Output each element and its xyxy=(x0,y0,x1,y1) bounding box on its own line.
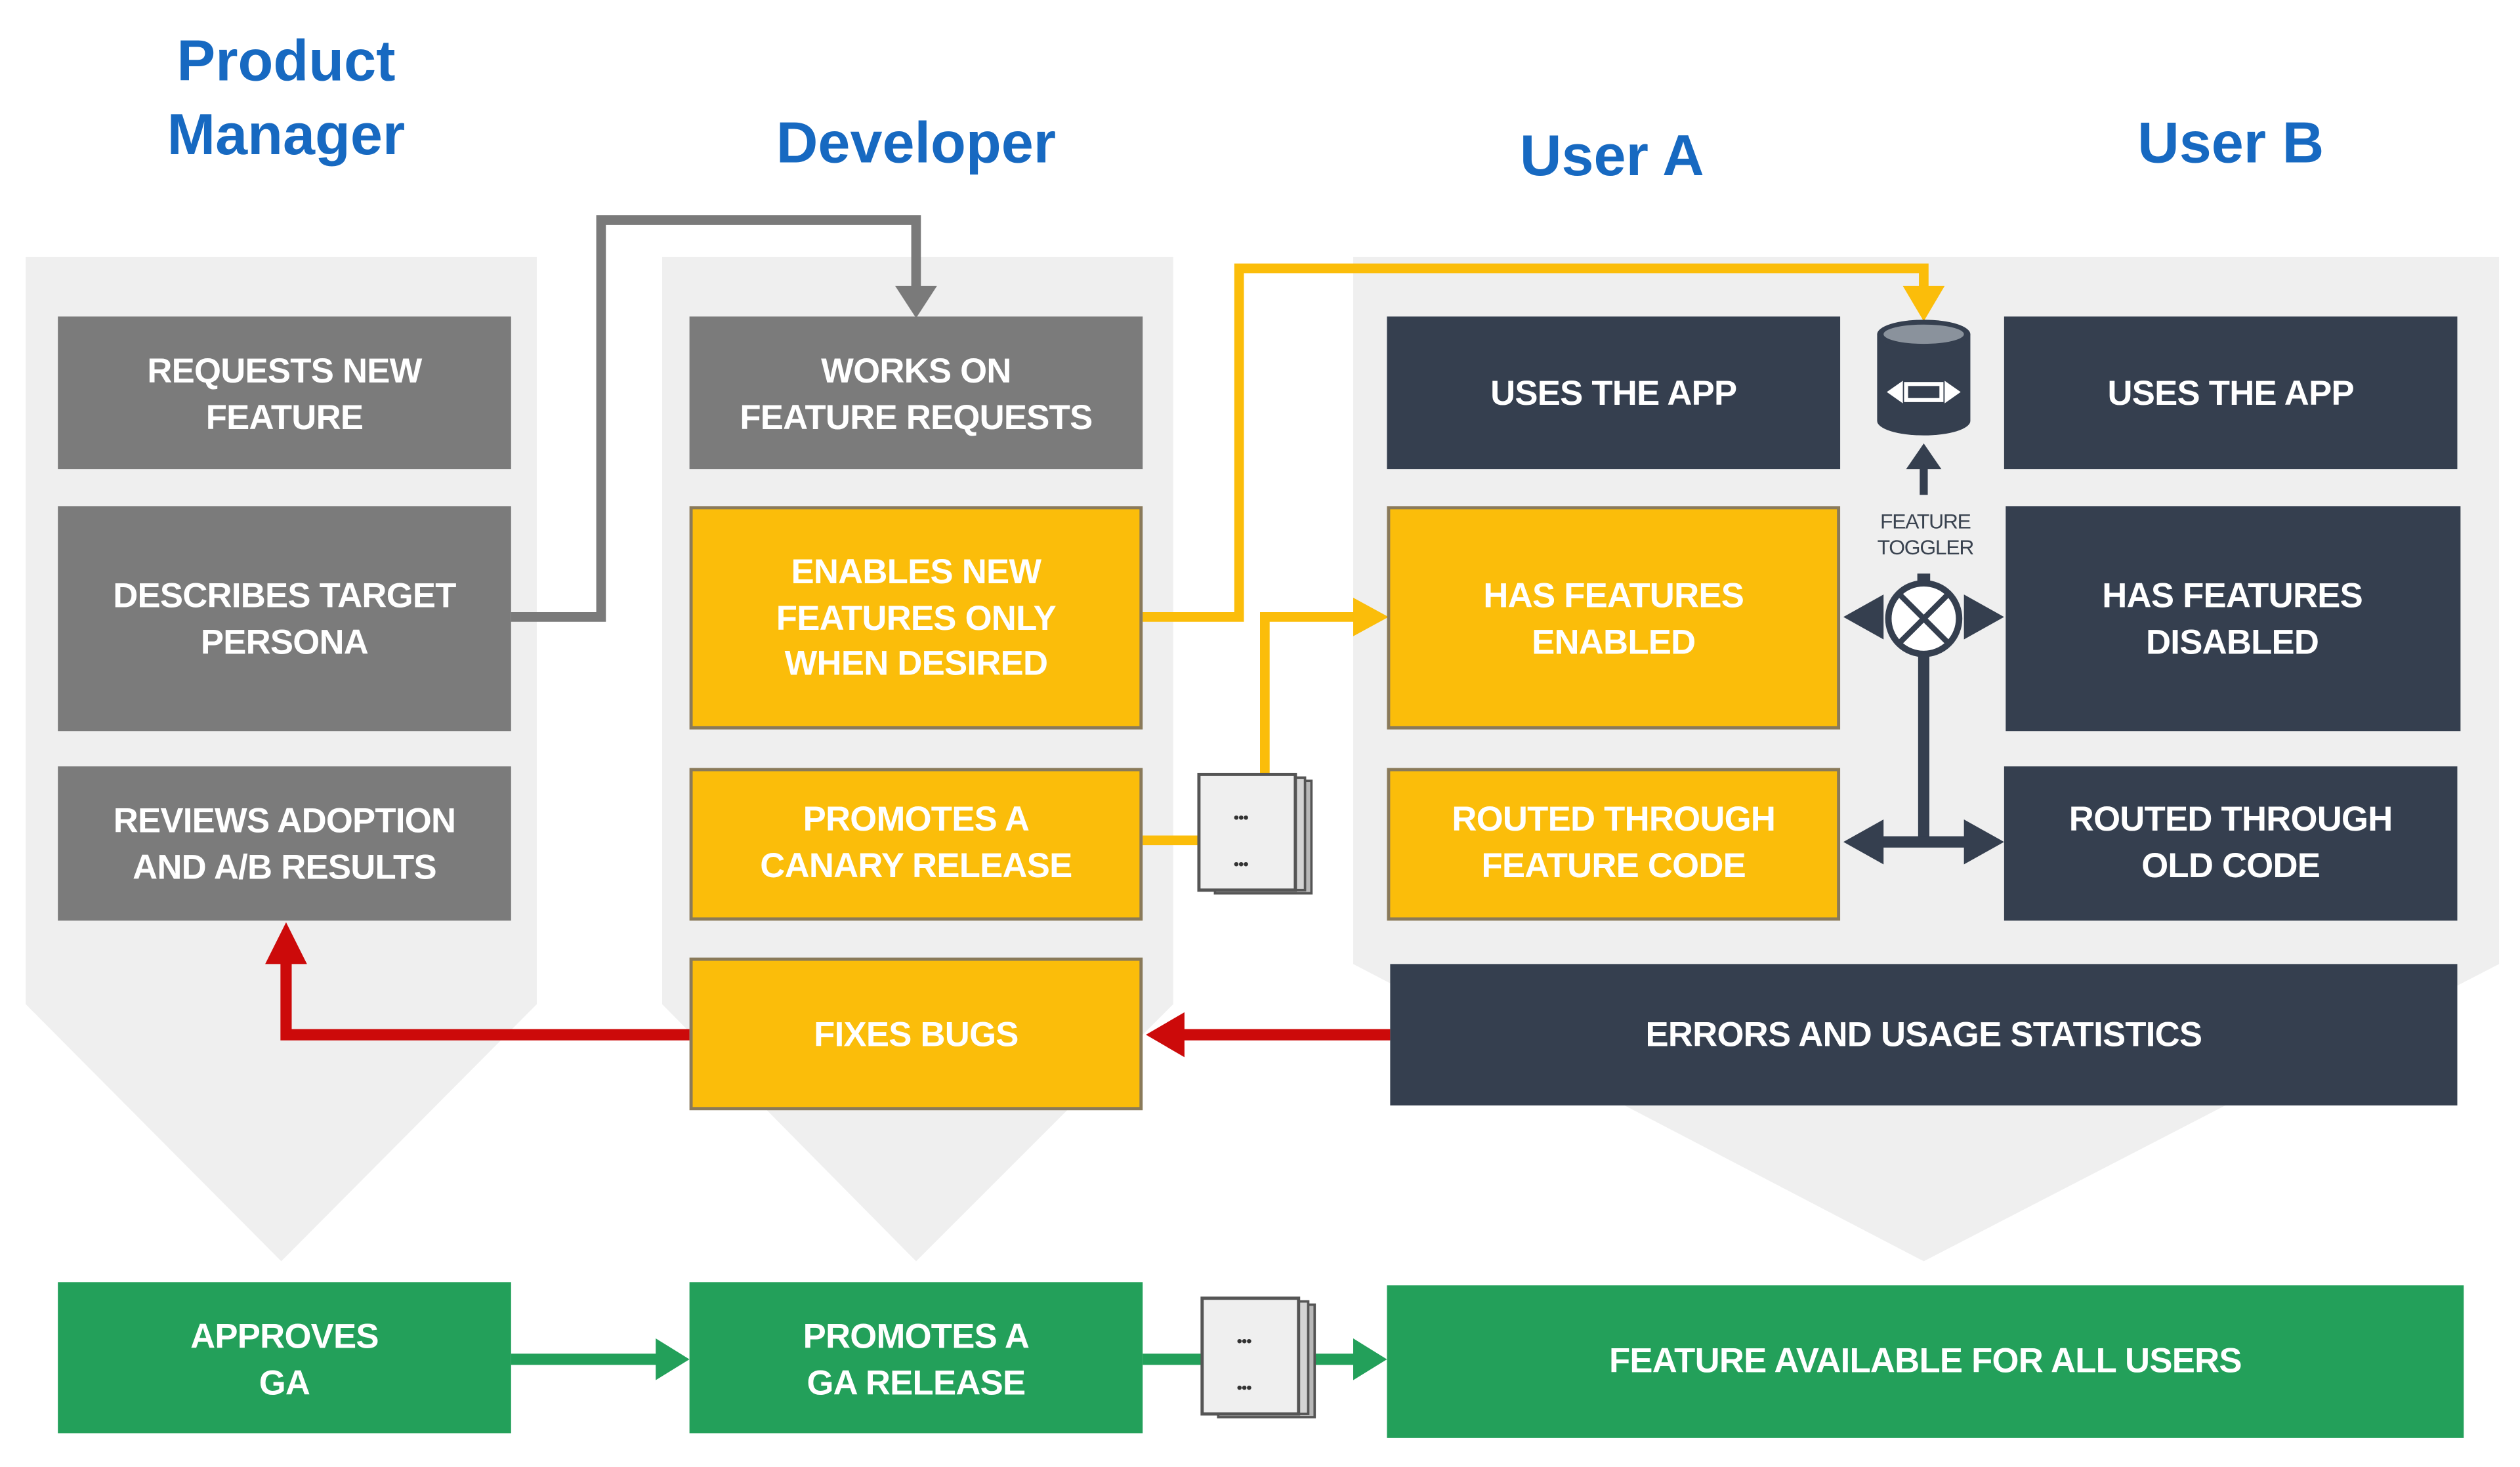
box-label: DISABLED xyxy=(2146,623,2319,662)
box-user-b-routed-old-code[interactable]: ROUTED THROUGH OLD CODE xyxy=(2004,766,2458,921)
server-stack-icon-ga: ••• ••• xyxy=(1200,1296,1316,1418)
connector-enables-to-toggler xyxy=(1143,263,1945,622)
box-label: FEATURE xyxy=(206,398,364,437)
server-dots: ••• xyxy=(1234,856,1249,873)
box-user-a-has-features-enabled[interactable]: HAS FEATURES ENABLED xyxy=(1387,506,1841,730)
box-label: REQUESTS NEW xyxy=(147,352,422,390)
box-label: PERSONA xyxy=(201,623,368,662)
box-label: WHEN DESIRED xyxy=(785,644,1048,683)
connector-approves-to-ga-release xyxy=(511,1338,690,1380)
box-user-b-has-features-disabled[interactable]: HAS FEATURES DISABLED xyxy=(2006,506,2461,732)
feature-toggler-label-line2: TOGGLER xyxy=(1878,535,1974,559)
box-label: GA RELEASE xyxy=(807,1364,1025,1403)
box-label: AND A/B RESULTS xyxy=(133,848,436,887)
header-product-manager-line2: Manager xyxy=(167,102,406,167)
box-label: ROUTED THROUGH xyxy=(2069,800,2393,838)
header-user-b: User B xyxy=(2137,110,2324,175)
box-label: WORKS ON xyxy=(821,352,1011,390)
box-label: ROUTED THROUGH xyxy=(1452,800,1775,838)
header-developer: Developer xyxy=(776,110,1056,175)
box-label: PROMOTES A xyxy=(803,800,1030,838)
box-label: ERRORS AND USAGE STATISTICS xyxy=(1646,1015,2202,1054)
box-reviews-adoption[interactable]: REVIEWS ADOPTION AND A/B RESULTS xyxy=(58,766,511,921)
box-label: HAS FEATURES xyxy=(2102,577,2362,615)
feature-toggler-label-line1: FEATURE xyxy=(1880,510,1971,533)
header-product-manager-line1: Product xyxy=(177,28,395,93)
box-label: HAS FEATURES xyxy=(1483,577,1744,615)
box-feature-available-all-users[interactable]: FEATURE AVAILABLE FOR ALL USERS xyxy=(1387,1285,2464,1438)
box-label: USES THE APP xyxy=(2107,374,2353,413)
box-promotes-canary-release[interactable]: PROMOTES A CANARY RELEASE xyxy=(689,768,1143,921)
box-label: FEATURE AVAILABLE FOR ALL USERS xyxy=(1609,1341,2242,1380)
box-user-b-uses-app[interactable]: USES THE APP xyxy=(2004,316,2458,470)
server-dots: ••• xyxy=(1236,1333,1251,1350)
box-label: FIXES BUGS xyxy=(814,1015,1018,1054)
box-label: DESCRIBES TARGET xyxy=(113,577,456,615)
box-label: CANARY RELEASE xyxy=(760,846,1072,885)
box-label: REVIEWS ADOPTION xyxy=(114,802,456,840)
server-dots: ••• xyxy=(1236,1379,1251,1397)
box-label: FEATURE REQUESTS xyxy=(740,398,1092,437)
connector-ga-release-to-all-users xyxy=(1143,1338,1387,1380)
connector-errors-to-fixes xyxy=(1146,1012,1391,1058)
box-label: USES THE APP xyxy=(1490,374,1736,413)
box-label: GA xyxy=(259,1364,310,1403)
routing-split-arrow-icon xyxy=(1843,653,2004,865)
box-user-a-uses-app[interactable]: USES THE APP xyxy=(1387,316,1841,470)
box-user-a-routed-feature-code[interactable]: ROUTED THROUGH FEATURE CODE xyxy=(1387,768,1841,921)
server-stack-icon-canary: ••• ••• xyxy=(1197,772,1313,895)
arrow-up-icon xyxy=(1906,443,1942,495)
connector-canary-to-enabled xyxy=(1143,598,1389,846)
box-label: ENABLED xyxy=(1532,623,1695,662)
box-approves-ga[interactable]: APPROVES GA xyxy=(58,1282,511,1434)
box-label: APPROVES xyxy=(190,1317,379,1356)
server-dots: ••• xyxy=(1234,809,1249,827)
connector-fixes-to-reviews xyxy=(265,922,690,1041)
box-fixes-bugs[interactable]: FIXES BUGS xyxy=(689,957,1143,1111)
box-label: FEATURE CODE xyxy=(1481,846,1746,885)
box-label: FEATURES ONLY xyxy=(776,599,1057,638)
box-errors-usage-statistics[interactable]: ERRORS AND USAGE STATISTICS xyxy=(1390,964,2458,1105)
connector-persona-to-work xyxy=(511,215,937,622)
header-user-a: User A xyxy=(1520,123,1704,188)
database-toggle-icon xyxy=(1877,320,1971,436)
feature-toggler-switch-icon xyxy=(1843,573,2004,657)
box-enables-new-features[interactable]: ENABLES NEW FEATURES ONLY WHEN DESIRED xyxy=(689,506,1143,730)
box-label: OLD CODE xyxy=(2141,846,2320,885)
box-requests-new-feature[interactable]: REQUESTS NEW FEATURE xyxy=(58,316,511,470)
box-label: PROMOTES A xyxy=(803,1317,1030,1356)
box-describes-target-persona[interactable]: DESCRIBES TARGET PERSONA xyxy=(58,506,511,732)
box-promotes-ga-release[interactable]: PROMOTES A GA RELEASE xyxy=(689,1282,1143,1434)
box-works-on-feature-requests[interactable]: WORKS ON FEATURE REQUESTS xyxy=(689,316,1143,470)
box-label: ENABLES NEW xyxy=(791,552,1041,591)
